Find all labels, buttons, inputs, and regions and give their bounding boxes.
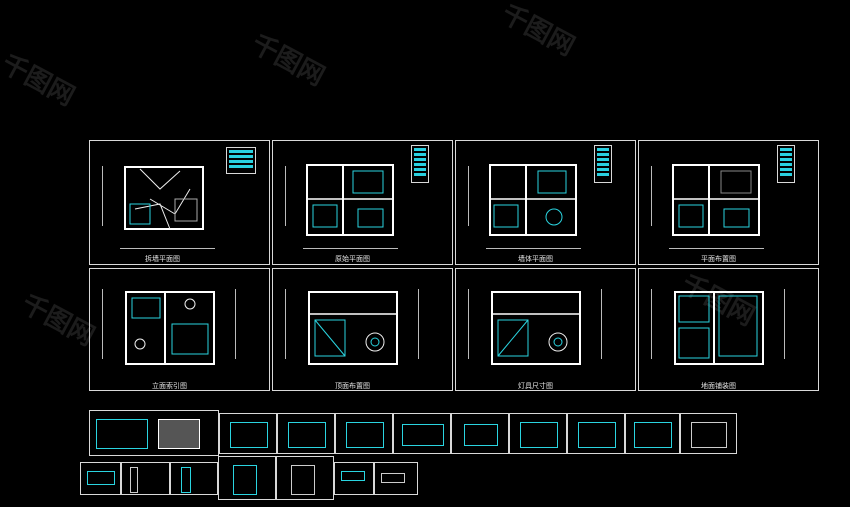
dimension-line — [486, 248, 581, 249]
elevation-drawing — [402, 424, 444, 446]
floor-plan — [120, 284, 220, 372]
drawing-sheet[interactable]: 平面布置图 — [638, 140, 819, 265]
detail-sheet[interactable] — [374, 462, 418, 495]
detail-drawing — [130, 467, 138, 493]
sheet-caption: 平面布置图 — [701, 255, 736, 263]
dimension-line — [418, 289, 419, 359]
dimension-line — [285, 166, 286, 226]
sheet-caption: 拆墙平面图 — [145, 255, 180, 263]
drawing-sheet[interactable]: 地面铺装图 — [638, 268, 819, 391]
elevation-drawing — [288, 422, 326, 448]
dimension-line — [235, 289, 236, 359]
floor-plan — [486, 159, 581, 241]
elevation-drawing — [691, 422, 727, 448]
drawing-sheet[interactable]: 灯具尺寸图 — [455, 268, 636, 391]
drawing-sheet[interactable]: 拆墙平面图 — [89, 140, 270, 265]
dimension-line — [303, 248, 398, 249]
elevation-sheet[interactable] — [277, 413, 335, 454]
elevation-drawing — [346, 422, 384, 448]
drawing-sheet[interactable]: 顶面布置图 — [272, 268, 453, 391]
dimension-line — [120, 248, 215, 249]
floor-plan — [303, 284, 403, 372]
sheet-caption: 顶面布置图 — [335, 382, 370, 390]
drawing-sheet[interactable]: 立面索引图 — [89, 268, 270, 391]
elevation-drawing — [96, 419, 148, 449]
floor-plan — [303, 159, 398, 241]
elevation-sheet[interactable] — [451, 413, 509, 454]
dimension-line — [651, 166, 652, 226]
dimension-line — [102, 289, 103, 359]
legend-table — [411, 145, 429, 183]
elevation-sheet[interactable] — [567, 413, 625, 454]
floor-plan — [486, 284, 586, 372]
drawing-sheet[interactable]: 墙体平面图 — [455, 140, 636, 265]
legend-table — [777, 145, 795, 183]
legend-table — [226, 147, 256, 174]
elevation-sheet[interactable] — [89, 410, 219, 456]
detail-drawing — [87, 471, 115, 485]
sheet-caption: 地面铺装图 — [701, 382, 736, 390]
elevation-drawing — [520, 422, 558, 448]
floor-plan — [669, 159, 764, 241]
sheet-caption: 墙体平面图 — [518, 255, 553, 263]
dimension-line — [285, 289, 286, 359]
dimension-line — [669, 248, 764, 249]
elevation-drawing — [634, 422, 672, 448]
dimension-line — [601, 289, 602, 359]
detail-sheet[interactable] — [80, 462, 121, 495]
elevation-sheet[interactable] — [509, 413, 567, 454]
detail-sheet[interactable] — [121, 462, 170, 495]
sheet-caption: 立面索引图 — [152, 382, 187, 390]
elevation-sheet[interactable] — [219, 413, 277, 454]
detail-drawing — [341, 471, 365, 481]
elevation-sheet[interactable] — [335, 413, 393, 454]
elevation-drawing — [158, 419, 200, 449]
sheet-caption: 原始平面图 — [335, 255, 370, 263]
detail-sheet[interactable] — [218, 456, 276, 500]
drawing-sheet[interactable]: 原始平面图 — [272, 140, 453, 265]
detail-drawing — [291, 465, 315, 495]
floor-plan — [669, 284, 769, 372]
dimension-line — [651, 289, 652, 359]
dimension-line — [468, 166, 469, 226]
sheet-caption: 灯具尺寸图 — [518, 382, 553, 390]
detail-sheet[interactable] — [334, 462, 374, 495]
elevation-sheet[interactable] — [680, 413, 737, 454]
elevation-drawing — [464, 424, 498, 446]
dimension-line — [468, 289, 469, 359]
dimension-line — [102, 166, 103, 226]
dimension-line — [784, 289, 785, 359]
elevation-sheet[interactable] — [393, 413, 451, 454]
detail-drawing — [381, 473, 405, 483]
legend-table — [594, 145, 612, 183]
elevation-sheet[interactable] — [625, 413, 680, 454]
floor-plan — [120, 159, 210, 239]
detail-sheet[interactable] — [276, 456, 334, 500]
elevation-drawing — [230, 422, 268, 448]
detail-drawing — [233, 465, 257, 495]
detail-drawing — [181, 467, 191, 493]
elevation-drawing — [578, 422, 616, 448]
detail-sheet[interactable] — [170, 462, 218, 495]
